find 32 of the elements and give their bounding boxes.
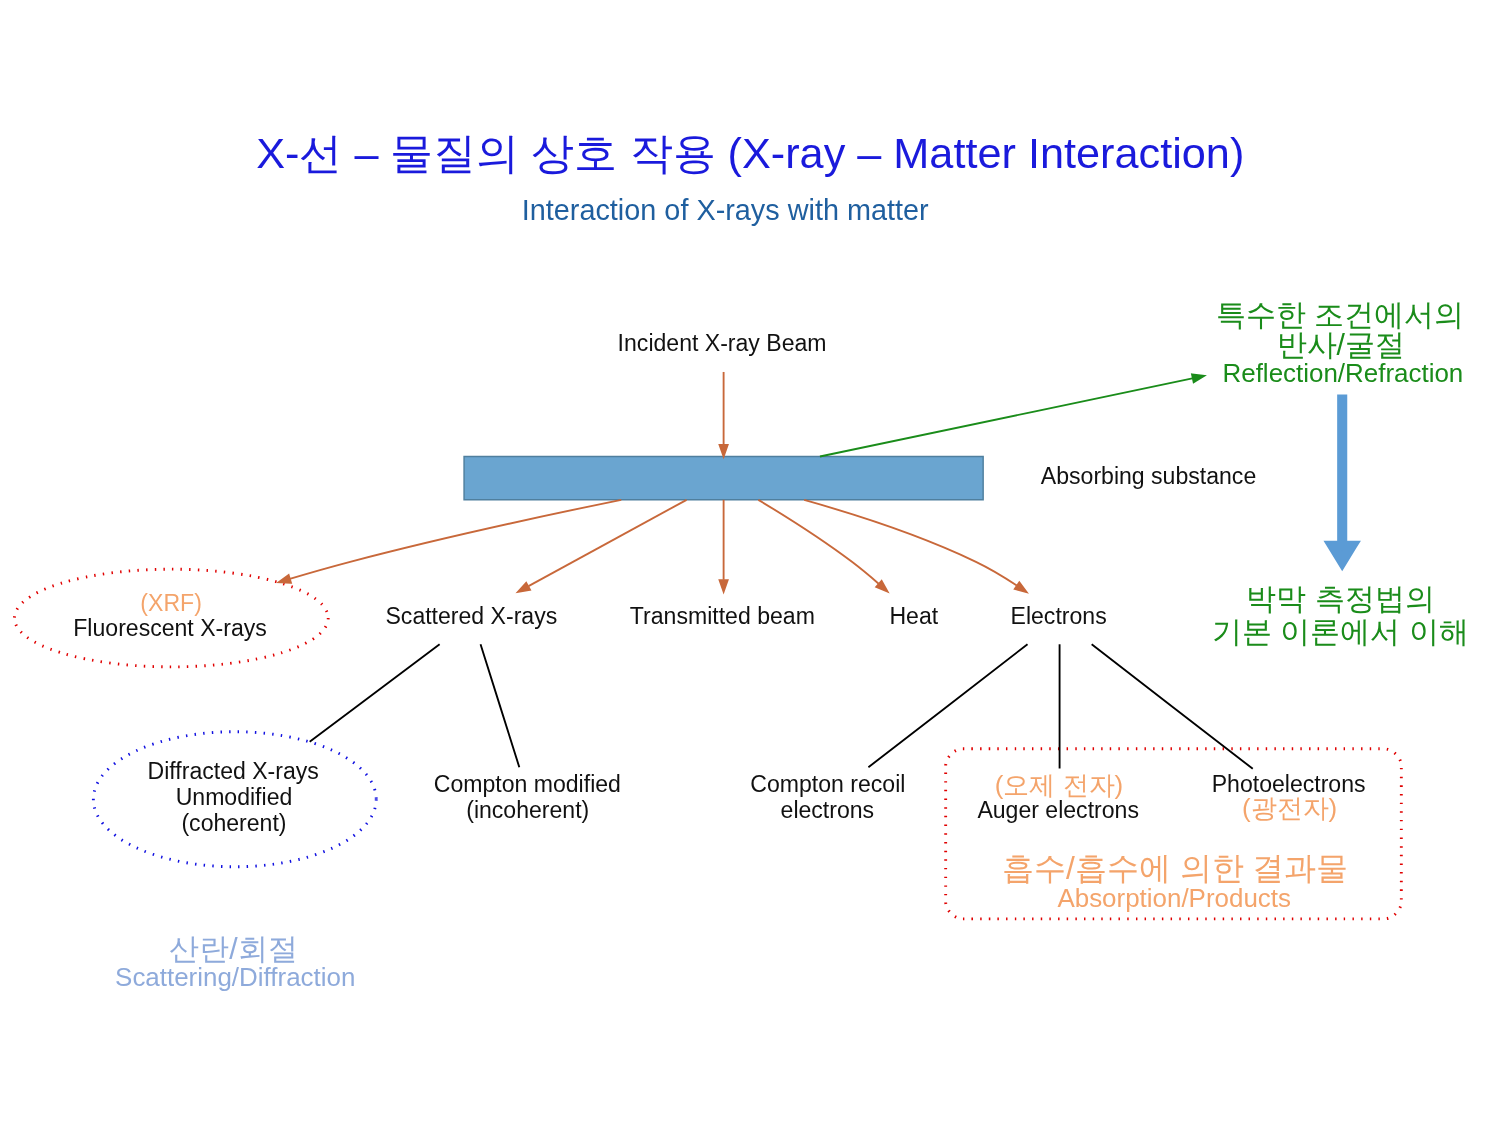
node-text: 특수한 조건에서의 반사/굴절 Reflection/Refraction [1216,297,1465,387]
node-text: Electrons [1010,602,1107,629]
arrow [515,498,688,593]
node-bar [463,455,984,500]
node-text: Transmitted beam [629,602,815,629]
arrow [757,498,890,593]
node-text: Compton modified (incoherent) [433,770,621,823]
arrow [1323,394,1361,571]
connector [308,642,441,743]
node-text: Heat [889,602,939,629]
connector [1090,642,1254,770]
node-text: 박막 측정법의 기본 이론에서 이해 [1211,581,1469,648]
node-text: Compton recoil electrons [750,770,906,823]
connector [867,642,1029,768]
label: Interaction of X-rays with matter [521,193,929,226]
arrow [803,498,1029,594]
node-text: Incident X-ray Beam [617,329,827,356]
node-label: Scattering/Diffraction [115,962,356,991]
arrow [276,498,623,584]
node-text: Photoelectrons (광전자) [1211,770,1366,822]
arrow [718,498,729,594]
node-ellipse: Diffracted X-rays Unmodified (coherent) [91,729,378,868]
diagram-title: X-선 – 물질의 상호 작용 (X-ray – Matter Interaction) [256,128,1245,177]
node-text: (오제 전자) Auger electrons [977,770,1139,823]
node-text: Scattered X-rays [385,602,558,629]
node-label: Absorbing substance [1040,462,1257,489]
arrow [718,370,729,459]
node-ellipse: (XRF) Fluorescent X-rays [13,567,330,668]
connector [479,642,521,768]
arrow [819,372,1207,457]
connector [1058,642,1061,769]
node-label: 산란/회절 [169,931,298,965]
